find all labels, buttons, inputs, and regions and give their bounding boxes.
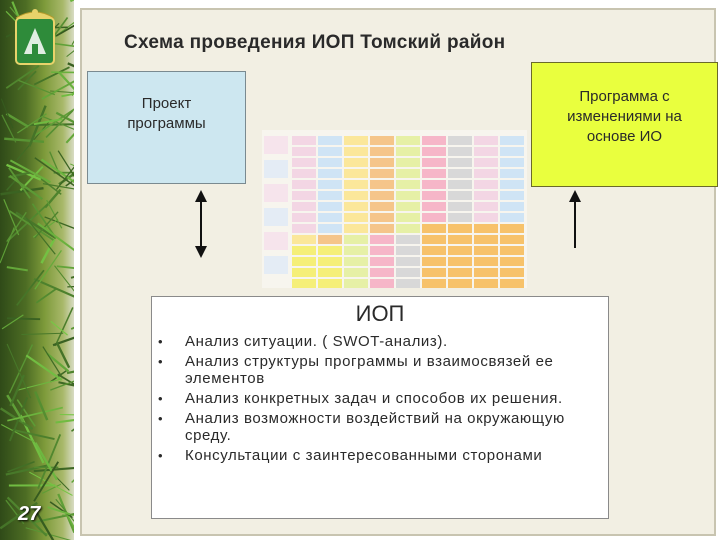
iop-list-item: •Анализ возможности воздействий на окруж… <box>158 410 565 444</box>
iop-list-item: •Анализ структуры программы и взаимосвяз… <box>158 353 554 387</box>
project-program-box: Проект программы <box>87 71 246 184</box>
iop-list-item: •Анализ конкретных задач и способов их р… <box>158 390 563 407</box>
iop-title: ИОП <box>355 301 405 326</box>
iop-box: ИОП •Анализ ситуации. ( SWOT-анализ). •А… <box>151 296 609 519</box>
coat-of-arms-icon <box>6 4 64 70</box>
double-arrow-icon <box>195 190 207 258</box>
program-table-image <box>262 130 527 288</box>
slide-number: 27 <box>18 503 41 525</box>
iop-list-item: •Анализ ситуации. ( SWOT-анализ). <box>158 333 448 350</box>
revised-program-label: Программа с изменениями на основе ИО <box>567 87 682 145</box>
project-program-label: Проект программы <box>127 94 206 132</box>
bullet-icon: • <box>158 411 164 426</box>
bullet-icon: • <box>158 354 164 369</box>
iop-list-item: •Консультации с заинтересованными сторон… <box>158 447 543 464</box>
bullet-icon: • <box>158 334 164 349</box>
pine-decoration <box>0 0 74 540</box>
up-arrow-icon <box>569 190 581 248</box>
revised-program-box: Программа с изменениями на основе ИО <box>531 62 718 187</box>
iop-list: •Анализ ситуации. ( SWOT-анализ). •Анали… <box>152 333 585 467</box>
slide-title: Схема проведения ИОП Томский район <box>124 32 506 53</box>
bullet-icon: • <box>158 448 164 463</box>
bullet-icon: • <box>158 391 164 406</box>
